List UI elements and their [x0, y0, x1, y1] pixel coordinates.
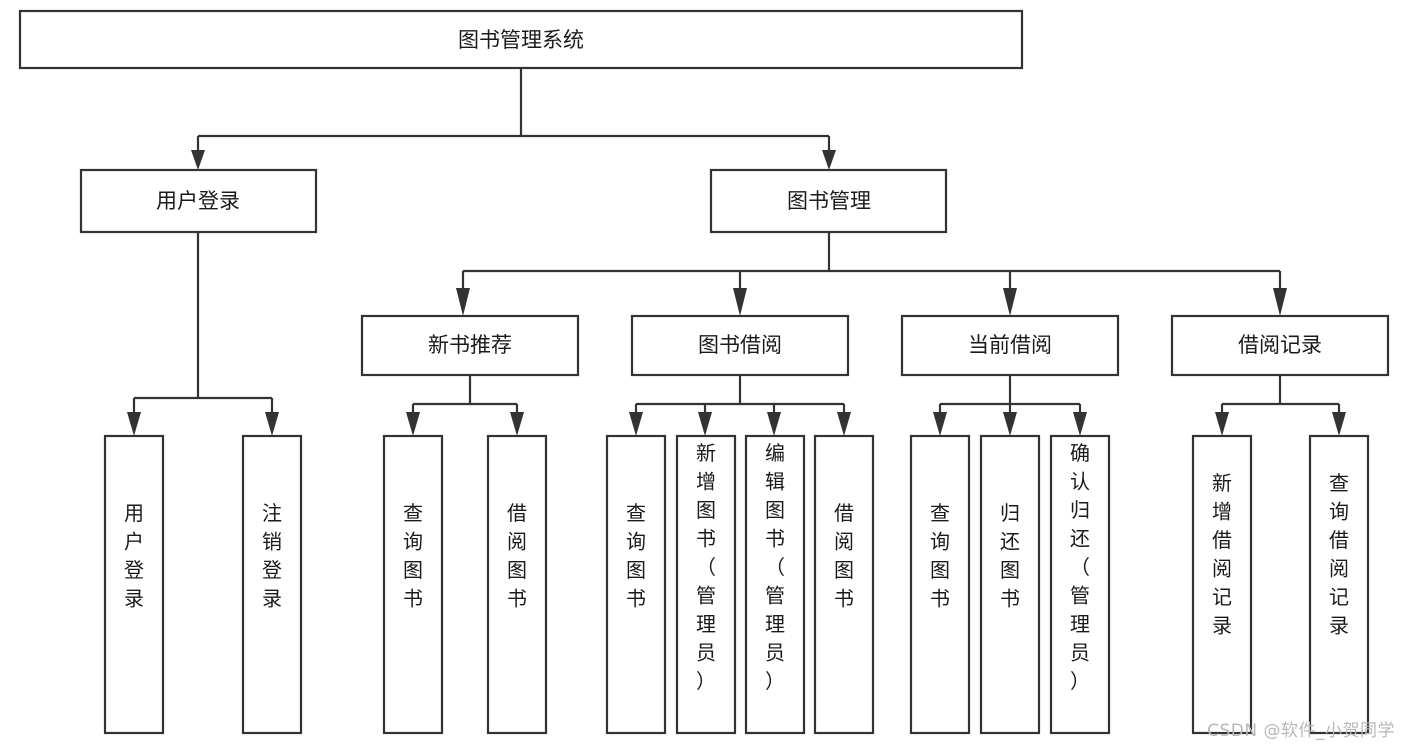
arrow-current-borrow-leaf-2 — [1003, 412, 1017, 436]
node-leaf-borrow-book-1[interactable]: 借阅图书 — [486, 434, 548, 735]
node-leaf-query-record-label: 查询借阅记录 — [1329, 471, 1349, 638]
arrow-new-book-leaf-1 — [406, 412, 420, 436]
arrow-book-manage-to-book-borrow — [733, 288, 747, 316]
connector-group-root — [191, 68, 836, 170]
arrow-root-to-user-login — [191, 150, 205, 170]
node-book-manage[interactable]: 图书管理 — [709, 168, 948, 234]
node-current-borrow[interactable]: 当前借阅 — [900, 314, 1120, 377]
arrow-book-manage-to-current-borrow — [1003, 288, 1017, 316]
node-current-borrow-box[interactable] — [900, 314, 1120, 377]
arrow-book-borrow-leaf-3 — [767, 412, 781, 436]
node-leaf-query-book-3-label: 查询图书 — [930, 501, 950, 611]
connector-group-new-book-recommend — [406, 375, 524, 436]
node-leaf-add-record-box[interactable] — [1191, 434, 1253, 735]
node-leaf-query-book-1-label: 查询图书 — [403, 501, 423, 611]
connector-group-borrow-record — [1215, 375, 1346, 436]
node-root[interactable]: 图书管理系统 — [18, 9, 1024, 70]
node-new-book-recommend[interactable]: 新书推荐 — [360, 314, 580, 377]
arrow-current-borrow-leaf-3 — [1073, 412, 1087, 436]
node-leaf-query-book-1[interactable]: 查询图书 — [382, 434, 444, 735]
node-book-borrow[interactable]: 图书借阅 — [630, 314, 850, 377]
node-new-book-recommend-label: 新书推荐 — [428, 333, 512, 357]
arrow-borrow-record-leaf-2 — [1332, 412, 1346, 436]
node-leaf-confirm-return-box[interactable] — [1049, 434, 1111, 735]
node-book-borrow-label: 图书借阅 — [698, 333, 782, 357]
node-leaf-return-book-box[interactable] — [979, 434, 1041, 735]
node-leaf-return-book[interactable]: 归还图书 — [979, 434, 1041, 735]
node-leaf-confirm-return-label: 确认归还（管理员） — [1070, 441, 1090, 693]
arrow-borrow-record-leaf-1 — [1215, 412, 1229, 436]
node-leaf-edit-book-box[interactable] — [744, 434, 806, 735]
node-user-login-label: 用户登录 — [156, 189, 240, 213]
node-leaf-query-book-1-box[interactable] — [382, 434, 444, 735]
node-book-manage-label: 图书管理 — [787, 189, 871, 213]
node-current-borrow-label: 当前借阅 — [968, 333, 1052, 357]
node-user-login-box[interactable] — [79, 168, 318, 234]
node-book-borrow-box[interactable] — [630, 314, 850, 377]
arrow-root-to-book-manage — [822, 150, 836, 170]
node-leaf-borrow-book-2-label: 借阅图书 — [834, 501, 854, 611]
connector-group-book-borrow — [629, 375, 851, 436]
node-leaf-add-record-label: 新增借阅记录 — [1212, 471, 1232, 638]
node-leaf-query-book-3[interactable]: 查询图书 — [909, 434, 971, 735]
node-leaf-user-login-box[interactable] — [103, 434, 165, 735]
node-leaf-borrow-book-2[interactable]: 借阅图书 — [813, 434, 875, 735]
node-new-book-recommend-box[interactable] — [360, 314, 580, 377]
arrow-user-login-leaf-1 — [127, 412, 141, 436]
arrow-book-borrow-leaf-4 — [837, 412, 851, 436]
node-book-manage-box[interactable] — [709, 168, 948, 234]
node-leaf-query-book-2[interactable]: 查询图书 — [605, 434, 667, 735]
node-leaf-add-book-label: 新增图书（管理员） — [696, 441, 716, 693]
node-leaf-query-record-box[interactable] — [1308, 434, 1370, 735]
arrow-user-login-leaf-2 — [265, 412, 279, 436]
connector-group-user-login — [127, 232, 279, 436]
arrow-book-manage-to-borrow-record — [1273, 288, 1287, 316]
node-leaf-query-record[interactable]: 查询借阅记录 — [1308, 434, 1370, 735]
node-leaf-user-logout-label: 注销登录 — [262, 501, 282, 611]
arrow-book-borrow-leaf-1 — [629, 412, 643, 436]
arrow-new-book-leaf-2 — [510, 412, 524, 436]
node-borrow-record[interactable]: 借阅记录 — [1170, 314, 1390, 377]
node-leaf-add-book-box[interactable] — [675, 434, 737, 735]
node-leaf-add-book[interactable]: 新增图书（管理员） — [675, 434, 737, 735]
connector-group-book-manage — [456, 232, 1287, 316]
node-leaf-query-book-3-box[interactable] — [909, 434, 971, 735]
node-root-box[interactable] — [18, 9, 1024, 70]
node-root-label: 图书管理系统 — [458, 28, 584, 52]
node-leaf-return-book-label: 归还图书 — [1000, 501, 1020, 611]
node-borrow-record-label: 借阅记录 — [1238, 333, 1322, 357]
node-leaf-user-logout[interactable]: 注销登录 — [241, 434, 303, 735]
node-leaf-edit-book[interactable]: 编辑图书（管理员） — [744, 434, 806, 735]
node-borrow-record-box[interactable] — [1170, 314, 1390, 377]
arrow-book-manage-to-new-book — [456, 288, 470, 316]
arrow-book-borrow-leaf-2 — [698, 412, 712, 436]
node-leaf-confirm-return[interactable]: 确认归还（管理员） — [1049, 434, 1111, 735]
node-leaf-user-logout-box[interactable] — [241, 434, 303, 735]
node-leaf-borrow-book-1-box[interactable] — [486, 434, 548, 735]
node-user-login[interactable]: 用户登录 — [79, 168, 318, 234]
node-leaf-query-book-2-box[interactable] — [605, 434, 667, 735]
node-leaf-edit-book-label: 编辑图书（管理员） — [765, 441, 785, 693]
node-leaf-user-login-label: 用户登录 — [124, 501, 144, 611]
node-leaf-add-record[interactable]: 新增借阅记录 — [1191, 434, 1253, 735]
connector-group-current-borrow — [933, 375, 1087, 436]
node-leaf-borrow-book-2-box[interactable] — [813, 434, 875, 735]
node-leaf-borrow-book-1-label: 借阅图书 — [507, 501, 527, 611]
node-leaf-user-login[interactable]: 用户登录 — [103, 434, 165, 735]
csdn-watermark: CSDN @软件_小贺同学 — [1207, 721, 1395, 741]
arrow-current-borrow-leaf-1 — [933, 412, 947, 436]
node-leaf-query-book-2-label: 查询图书 — [626, 501, 646, 611]
